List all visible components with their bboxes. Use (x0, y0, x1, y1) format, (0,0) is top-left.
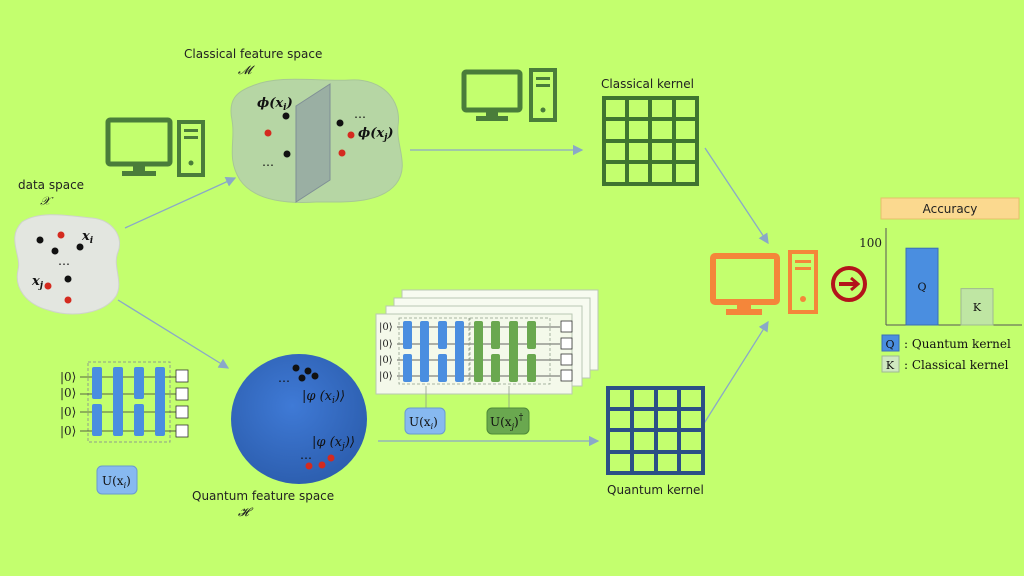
classifier-computer-icon (710, 250, 818, 315)
quantum-point (327, 454, 335, 462)
label-qphi-xi: |φ (xi)⟩ (302, 389, 345, 406)
quantum-point (318, 461, 326, 469)
data-point (76, 243, 84, 251)
arrow-data-to-classical (124, 177, 237, 229)
classical-computer-icon (105, 117, 205, 177)
arrow-classical-kernel-to-computer (704, 147, 769, 245)
ellipsis: … (300, 448, 312, 462)
classical-computer-icon (461, 68, 557, 122)
label-phi-xi: ϕ(xi) (257, 96, 293, 113)
data-point (44, 282, 52, 290)
ellipsis: … (278, 371, 290, 385)
quantum-circuit-stack: |0⟩ |0⟩ |0⟩ |0⟩ (375, 289, 599, 435)
ket-zero: |0⟩ (379, 322, 393, 333)
quantum-sphere (231, 354, 367, 484)
bar-k (960, 288, 994, 326)
flow-arrows (117, 144, 769, 447)
ket-zero: |0⟩ (379, 371, 393, 382)
legend-k-text: : Classical kernel (904, 358, 1009, 372)
classical-feature-space-symbol: 𝓜 (238, 63, 255, 77)
classical-feature-space: Classical feature space 𝓜 ϕ(xi) … ϕ(xj) … (184, 47, 403, 203)
ellipsis: … (354, 107, 366, 121)
quantum-feature-space: … |φ (xi)⟩ |φ (xj)⟩ … Quantum feature sp… (192, 354, 367, 519)
chart-legend: Q : Quantum kernel K : Classical kernel (881, 334, 1011, 373)
legend-q-key-text: Q (885, 338, 894, 351)
data-space: data space 𝒳 xi … xj (14, 178, 120, 315)
classical-kernel: Classical kernel (601, 77, 699, 186)
bar-label-q: Q (917, 281, 926, 294)
u-xi-label: U(xi) (409, 415, 438, 431)
data-point (57, 231, 65, 239)
measurement-icons (175, 369, 189, 438)
quantum-kernel: Quantum kernel (606, 386, 705, 497)
feature-point (336, 119, 344, 127)
quantum-point (305, 462, 313, 470)
ket-zero: |0⟩ (60, 370, 76, 384)
ellipsis: … (262, 155, 274, 169)
quantum-kernel-label: Quantum kernel (607, 483, 704, 497)
ket-zero: |0⟩ (379, 339, 393, 350)
data-point (64, 275, 72, 283)
data-point (64, 296, 72, 304)
quantum-point (292, 364, 300, 372)
u-xj-dagger-box (486, 407, 530, 435)
feature-point (347, 131, 355, 139)
chart-title-box (880, 197, 1020, 220)
data-space-symbol: 𝒳 (40, 194, 54, 208)
feature-point (283, 150, 291, 158)
measurement-icons (560, 320, 573, 382)
u-xi-box (96, 465, 138, 495)
legend-q-text: : Quantum kernel (904, 337, 1011, 351)
bar-label-k: K (973, 301, 982, 314)
label-qphi-xj: |φ (xj)⟩ (312, 435, 355, 452)
bar-q (905, 247, 939, 326)
quantum-feature-space-label: Quantum feature space (192, 489, 334, 503)
quantum-point (298, 374, 306, 382)
label-xi: xi (81, 229, 94, 246)
legend-k-key (881, 355, 900, 373)
classical-kernel-grid (602, 96, 699, 186)
u-xj-dagger-label: U(xj)† (490, 413, 524, 431)
quantum-point (311, 372, 319, 380)
y-tick-label: 100 (859, 236, 882, 250)
quantum-kernel-grid (606, 386, 705, 475)
quantum-feature-space-symbol: 𝓗 (238, 505, 254, 519)
legend-q-key (881, 334, 900, 352)
label-xj: xj (31, 274, 44, 291)
data-point (51, 247, 59, 255)
ket-zero: |0⟩ (60, 424, 76, 438)
ket-zero: |0⟩ (60, 405, 76, 419)
arrow-quantum-kernel-to-computer (702, 320, 769, 426)
feature-point (282, 112, 290, 120)
u-xi-box (404, 407, 446, 435)
ellipsis: … (58, 254, 70, 268)
data-point (36, 236, 44, 244)
data-space-label: data space (18, 178, 84, 192)
quantum-circuit-left: |0⟩ |0⟩ |0⟩ |0⟩ U(xi) (60, 361, 189, 495)
arrow-circle-icon (831, 266, 867, 302)
ket-zero: |0⟩ (60, 386, 76, 400)
classical-feature-space-label: Classical feature space (184, 47, 322, 61)
separating-hyperplane (295, 83, 331, 203)
arrow-data-to-quantum (117, 299, 230, 369)
label-phi-xj: ϕ(xj) (358, 126, 394, 143)
quantum-point (304, 367, 312, 375)
feature-point (338, 149, 346, 157)
chart-title: Accuracy (923, 202, 978, 216)
ket-zero: |0⟩ (379, 355, 393, 366)
legend-k-key-text: K (886, 359, 895, 372)
accuracy-chart: Accuracy 100 Q K (859, 197, 1022, 326)
feature-point (264, 129, 272, 137)
u-xi-label: U(xi) (102, 474, 131, 490)
classical-kernel-label: Classical kernel (601, 77, 694, 91)
